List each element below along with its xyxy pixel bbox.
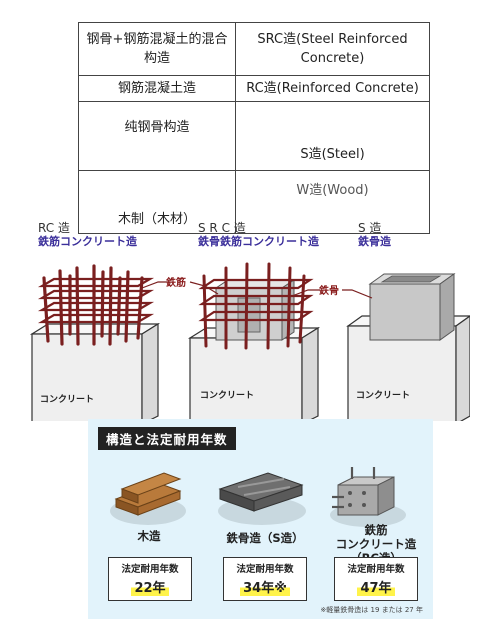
steel-beam-icon xyxy=(218,472,306,525)
footnote: ※軽量鉄骨造は 19 または 27 年 xyxy=(320,606,423,614)
s-column-illustration xyxy=(346,273,472,426)
life-value: 47年 xyxy=(357,577,395,596)
material-icons xyxy=(110,467,406,527)
src-subtitle: 鉄骨鉄筋コンクリート造 xyxy=(198,235,319,248)
table-cell-cn: 钢骨+钢筋混凝土的混合构造 xyxy=(78,22,236,76)
rc-subtitle: 鉄筋コンクリート造 xyxy=(38,235,137,248)
table-cell-en: S造(Steel) xyxy=(235,101,430,171)
table-cell-cn: 纯钢骨构造 xyxy=(78,101,236,171)
table-cell-en: W造(Wood) xyxy=(235,170,430,234)
table-cell-en: SRC造(Steel Reinforced Concrete) xyxy=(235,22,430,76)
table-row: 钢筋混凝土造 RC造(Reinforced Concrete) xyxy=(78,75,430,102)
structure-drawing xyxy=(29,262,472,426)
life-label: 法定耐用年数 xyxy=(347,564,405,575)
wood-icon xyxy=(110,472,186,525)
rc-name-line1: 鉄筋 xyxy=(364,523,388,537)
s-base-label: コンクリート xyxy=(356,391,411,401)
service-life-panel: 構造と法定耐用年数 xyxy=(88,419,433,619)
life-label: 法定耐用年数 xyxy=(121,564,179,575)
table-cell-cn: 钢筋混凝土造 xyxy=(78,75,236,102)
s-subtitle: 鉄骨造 xyxy=(358,235,391,248)
rc-life-box: 法定耐用年数 47年 xyxy=(334,557,418,601)
life-label: 法定耐用年数 xyxy=(236,564,294,575)
src-base-label: コンクリート xyxy=(200,391,255,401)
structure-illustration: RC 造 鉄筋コンクリート造 S R C 造 鉄骨鉄筋コンクリート造 S 造 鉄… xyxy=(29,216,472,426)
rc-base-label: コンクリート xyxy=(40,395,95,405)
table-row: 钢骨+钢筋混凝土的混合构造 SRC造(Steel Reinforced Conc… xyxy=(78,22,430,76)
src-label: S R C 造 鉄骨鉄筋コンクリート造 xyxy=(198,221,319,249)
rc-label: RC 造 鉄筋コンクリート造 xyxy=(38,221,137,249)
src-column-illustration xyxy=(187,262,321,425)
rebar-callout: 鉄筋 xyxy=(166,278,186,289)
s-title: S 造 xyxy=(358,221,382,235)
steel-life-box: 法定耐用年数 34年※ xyxy=(223,557,307,601)
src-title: S R C 造 xyxy=(198,221,246,235)
life-value: 22年 xyxy=(131,577,169,596)
rc-title: RC 造 xyxy=(38,221,70,235)
table-cell-en: RC造(Reinforced Concrete) xyxy=(235,75,430,102)
table-row: 纯钢骨构造 S造(Steel) xyxy=(78,101,430,171)
steel-name: 鉄骨造（S造） xyxy=(226,531,304,545)
rc-column-illustration xyxy=(29,264,161,425)
steel-callout: 鉄骨 xyxy=(319,286,339,297)
s-label: S 造 鉄骨造 xyxy=(358,221,391,249)
panel-heading: 構造と法定耐用年数 xyxy=(98,427,236,450)
rc-block-icon xyxy=(330,467,406,527)
wood-name: 木造 xyxy=(137,529,161,543)
structure-type-table: 钢骨+钢筋混凝土的混合构造 SRC造(Steel Reinforced Conc… xyxy=(78,22,430,234)
wood-life-box: 法定耐用年数 22年 xyxy=(108,557,192,601)
table-row: 木制（木材） W造(Wood) xyxy=(78,170,430,234)
table-cell-cn: 木制（木材） xyxy=(78,170,236,234)
life-value: 34年※ xyxy=(240,577,290,596)
